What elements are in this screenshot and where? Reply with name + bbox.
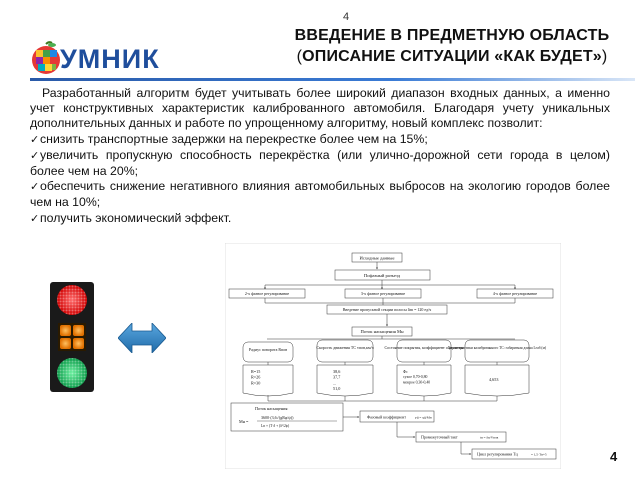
flow-phase2: 2-х фазное регулирование [245,291,290,296]
flow-formula-mn: Мн = [239,419,249,424]
list-item: ✓получить экономический эффект. [30,211,610,227]
body-text: Разработанный алгоритм будет учитывать б… [30,86,610,227]
flow-cycle-total: Цикл регулирования Тц [477,452,519,457]
top-page-number: 4 [343,11,350,23]
flow-col2-title: Скорость движения ТС vпов,км/ч [316,345,373,351]
flow-cycle-short: Промежуточный такт [421,435,458,440]
list-item: ✓снизить транспортные задержки на перекр… [30,132,610,148]
flow-col4-title: Характеристики калиброванного ТС: габари… [448,346,547,350]
algorithm-flowchart: Исходные данные Пофазный разъезд 2-х фаз… [225,243,561,469]
apple-logo-icon [32,41,60,74]
title-line2: (ОПИСАНИЕ СИТУАЦИИ «КАК БУДЕТ») [296,48,608,65]
flow-col4-values: 4,653 [489,377,498,383]
page-title: ВВЕДЕНИЕ В ПРЕДМЕТНУЮ ОБЛАСТЬ (ОПИСАНИЕ … [282,25,622,67]
svg-text:Lп + (T·δ + (δ²/2ψ): Lп + (T·δ + (δ²/2ψ) [261,424,290,428]
flow-col3-title: Состояние покрытия, коэффициент сцеплени… [384,345,463,351]
flow-phase-coef: Фазовый коэффициент [367,415,406,420]
flow-formula-title: Поток насыщения: [255,406,288,411]
svg-text:yij = qij/Mн: yij = qij/Mн [415,416,432,420]
title-line1: ВВЕДЕНИЕ В ПРЕДМЕТНУЮ ОБЛАСТЬ [294,27,610,44]
flow-col1-title: Радиус поворота Rпов [249,347,287,352]
header-divider [30,78,635,81]
checkmark-icon: ✓ [30,212,40,225]
flow-input: Исходные данные [359,256,394,261]
benefits-list: ✓снизить транспортные задержки на перекр… [30,132,610,227]
flow-formula-main: 3600·(3,6√(gRφ/ψ)) [261,415,294,421]
intro-paragraph: Разработанный алгоритм будет учитывать б… [30,86,610,131]
traffic-light-icon [50,282,94,392]
logo-text: УМНИК [60,44,160,74]
flow-phase-split: Пофазный разъезд [364,273,401,278]
flow-saturation: Поток насыщения Мн [360,329,404,334]
svg-text:tп = δп/Vпов: tп = δп/Vпов [480,436,499,440]
flow-phase4: 4-х фазное регулирование [493,291,538,296]
list-item: ✓увеличить пропускную способность перекр… [30,147,610,179]
svg-text:= 1,5·Tп+5: = 1,5·Tп+5 [531,453,547,458]
checkmark-icon: ✓ [30,133,40,146]
flow-phase3: 3-х фазное регулирование [361,291,406,296]
double-arrow-icon [118,323,166,353]
page-number: 4 [610,449,618,464]
flow-lane-input: Введение пропускной секции полосы lim = … [343,307,432,312]
checkmark-icon: ✓ [30,181,40,194]
list-item: ✓обеспечить снижение негативного влияния… [30,179,610,210]
checkmark-icon: ✓ [30,149,40,162]
